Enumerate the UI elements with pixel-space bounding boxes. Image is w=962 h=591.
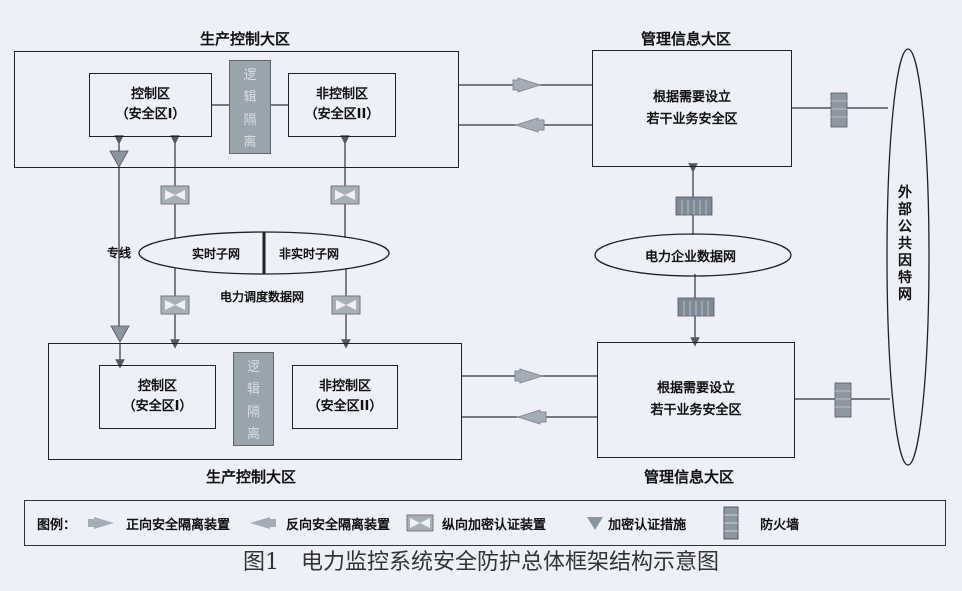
legend-item-reverse-isolation: 反向安全隔离装置 (246, 514, 390, 533)
encryption-device-icon (331, 295, 361, 315)
enterprise-network-ellipse (594, 233, 792, 277)
encryption-measure-icon (109, 150, 129, 168)
legend-item-encryption-device: 纵向加密认证装置 (406, 513, 546, 533)
legend: 图例： 正向安全隔离装置 反向安全隔离装置 纵向加密认证装置 加密认证措施 防火… (24, 500, 946, 546)
encryption-device-icon (330, 185, 360, 205)
logic-isolation-bottom: 逻 辑 隔 离 (233, 352, 274, 446)
enterprise-network-label: 电力企业数据网 (645, 250, 737, 265)
management-area: 根据需要设立 若干业务安全区 (592, 50, 792, 167)
reverse-isolation-icon (250, 517, 277, 529)
internet-ellipse (886, 48, 930, 466)
internet-label: 外部公共因特网 (898, 185, 912, 303)
legend-item-forward-isolation: 正向安全隔离装置 (86, 514, 230, 533)
forward-isolation-icon (88, 517, 115, 529)
reverse-isolation-icon (514, 117, 545, 133)
encryption-device-icon (160, 185, 190, 205)
encryption-device-icon (160, 295, 190, 315)
firewall-icon (675, 196, 713, 216)
production-control-area-bottom (48, 343, 462, 460)
firewall-icon (677, 297, 715, 317)
production-area-title: 生产控制大区 (200, 30, 291, 48)
control-zone-bottom: 控制区 （安全区I） (99, 365, 216, 429)
forward-isolation-icon (512, 77, 542, 93)
encryption-measure-icon (110, 325, 130, 343)
control-zone: 控制区 （安全区I） (89, 73, 212, 137)
realtime-subnet-label: 实时子网 (192, 247, 241, 261)
legend-item-encryption-measure: 加密认证措施 (586, 514, 686, 533)
firewall-icon (723, 506, 739, 540)
encryption-measure-icon (587, 517, 604, 530)
legend-item-firewall: 防火墙 (722, 505, 799, 541)
noncontrol-zone: 非控制区 （安全区II） (288, 73, 396, 137)
figure-caption: 图1 电力监控系统安全防护总体框架结构示意图 (243, 550, 719, 575)
management-area-title-bottom: 管理信息大区 (644, 468, 735, 486)
reverse-isolation-icon (516, 409, 547, 425)
management-area-title: 管理信息大区 (641, 30, 732, 48)
production-area-title-bottom: 生产控制大区 (206, 468, 297, 486)
dispatch-network-label: 电力调度数据网 (220, 290, 305, 304)
logic-isolation: 逻 辑 隔 离 (229, 60, 271, 154)
firewall-icon (830, 92, 848, 128)
encryption-device-icon (406, 514, 434, 532)
nonrealtime-subnet-label: 非实时子网 (279, 247, 340, 261)
forward-isolation-icon (514, 368, 544, 384)
management-area-bottom: 根据需要设立 若干业务安全区 (597, 342, 795, 458)
legend-label: 图例： (37, 517, 77, 533)
production-control-area (14, 51, 459, 168)
dedicated-line-label: 专线 (107, 246, 132, 260)
noncontrol-zone-bottom: 非控制区 （安全区II） (292, 365, 398, 429)
firewall-icon (834, 382, 852, 418)
